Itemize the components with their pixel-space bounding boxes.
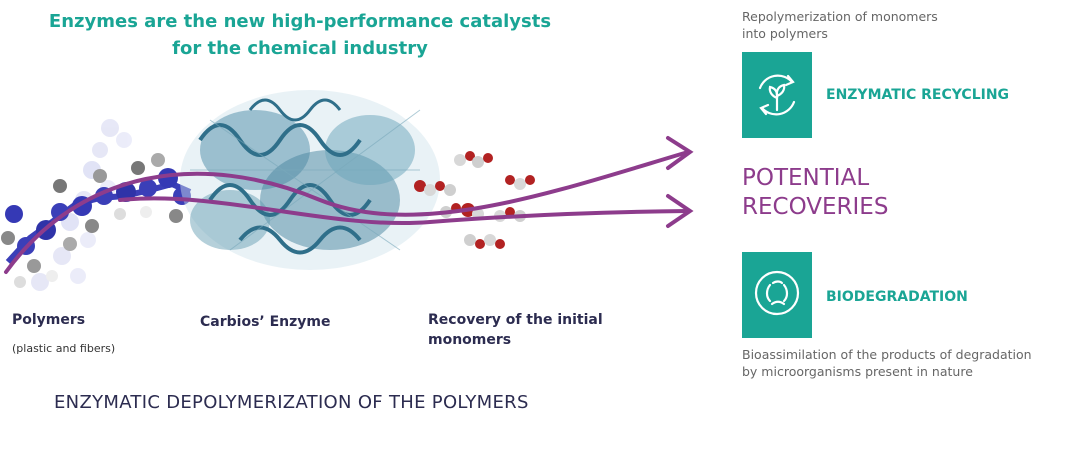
biodegradation-icon-box xyxy=(742,252,812,338)
biodegradation-description-line-2: by microorganisms present in nature xyxy=(742,364,973,379)
process-title: ENZYMATIC DEPOLYMERIZATION OF THE POLYME… xyxy=(54,392,529,413)
stage-polymers-sublabel: (plastic and fibers) xyxy=(12,342,116,355)
recycling-description-line-1: Repolymerization of monomers xyxy=(742,9,938,24)
headline-line-2: for the chemical industry xyxy=(172,38,428,59)
recycle-sprout-icon xyxy=(758,74,796,116)
recycling-icon-box xyxy=(742,52,812,138)
recycling-label: ENZYMATIC RECYCLING xyxy=(826,87,1010,103)
potential-line-1: POTENTIAL xyxy=(742,165,870,191)
headline-line-1: Enzymes are the new high-performance cat… xyxy=(48,11,552,32)
headline: Enzymes are the new high-performance cat… xyxy=(30,8,570,62)
polymer-chain-faded xyxy=(31,119,132,291)
biodegradation-description-line-1: Bioassimilation of the products of degra… xyxy=(742,347,1032,362)
enzyme-structure xyxy=(180,90,440,270)
flow-arrows xyxy=(4,136,694,274)
stage-monomers-line-2: monomers xyxy=(428,332,512,348)
potential-line-2: RECOVERIES xyxy=(742,194,889,220)
recycling-description-line-2: into polymers xyxy=(742,26,828,41)
stage-enzyme-label: Carbios’ Enzyme xyxy=(200,314,331,330)
biodegradation-leaf-icon xyxy=(754,270,800,316)
stage-monomers-line-1: Recovery of the initial xyxy=(428,312,603,328)
stage-monomers-label: Recovery of the initial monomers xyxy=(428,310,603,350)
monomer-molecules xyxy=(414,151,535,249)
stage-polymers-label: Polymers xyxy=(12,312,86,328)
arrow-to-biodegradation xyxy=(118,196,690,226)
polymer-chain xyxy=(1,153,192,288)
biodegradation-label: BIODEGRADATION xyxy=(826,289,968,305)
potential-recoveries: POTENTIAL RECOVERIES xyxy=(742,164,888,222)
recycling-description: Repolymerization of monomers into polyme… xyxy=(742,8,938,42)
arrow-to-recycling xyxy=(4,150,690,274)
biodegradation-description: Bioassimilation of the products of degra… xyxy=(742,346,1032,380)
